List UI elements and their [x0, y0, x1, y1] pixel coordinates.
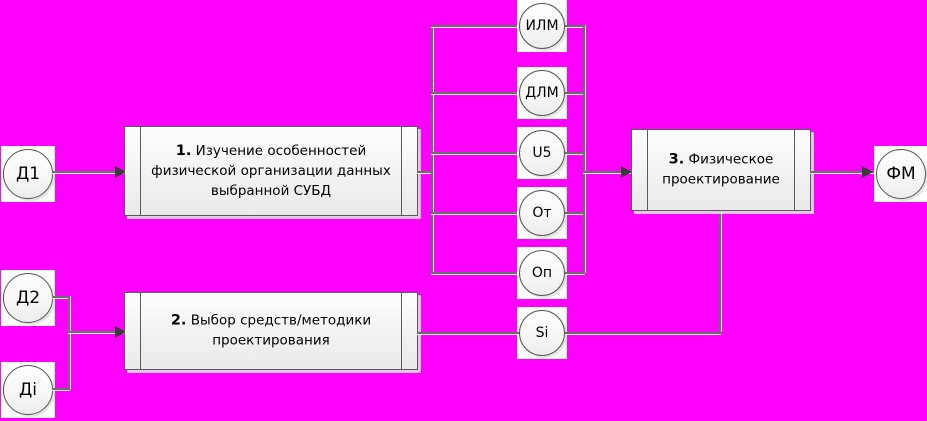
right-bus-vertical	[583, 25, 585, 273]
process-box-1-number: 1.	[175, 142, 192, 159]
middle-node-dlm-label: ДЛМ	[519, 70, 565, 116]
right-bus-branch-ilm	[565, 25, 585, 27]
left-bus-branch-ilm	[431, 25, 519, 27]
connector-d-bus-vertical	[68, 296, 70, 390]
input-node-d2[interactable]: Д2	[1, 270, 55, 326]
process-box-2-number: 2.	[170, 312, 187, 329]
process-box-2[interactable]: 2. Выбор средств/методики проектирования	[124, 292, 418, 370]
right-bus-branch-u5	[565, 152, 585, 154]
process-box-3-body: Физическое проектирование	[662, 151, 780, 188]
input-node-di-label: Дi	[3, 365, 53, 415]
process-box-1-right-bar	[401, 127, 402, 215]
process-box-2-left-bar	[140, 293, 141, 369]
middle-node-u5-label: U5	[519, 130, 565, 176]
input-node-d1[interactable]: Д1	[1, 146, 55, 202]
connector-d2-stub	[52, 296, 70, 298]
connector-d-bus-to-p2	[68, 331, 126, 333]
input-node-di[interactable]: Дi	[1, 362, 55, 418]
left-bus-branch-ot	[431, 212, 519, 214]
right-bus-branch-op	[565, 272, 585, 274]
left-bus-branch-op	[431, 272, 519, 274]
input-node-d2-label: Д2	[3, 273, 53, 323]
right-bus-branch-ot	[565, 212, 585, 214]
right-bus-branch-dlm	[565, 92, 585, 94]
connector-right-bus-to-p3	[583, 171, 633, 173]
arrowhead-right-bus-to-p3	[621, 166, 632, 178]
connector-d1-to-p1	[52, 171, 126, 173]
connector-di-stub	[52, 388, 70, 390]
arrowhead-d-bus-to-p2	[115, 326, 126, 338]
connector-si-vertical-to-p3	[719, 210, 721, 332]
process-box-3-text: 3. Физическое проектирование	[650, 150, 792, 191]
middle-node-si[interactable]: Si	[517, 307, 567, 359]
process-box-2-body: Выбор средств/методики проектирования	[186, 312, 372, 349]
middle-node-op-label: Оп	[519, 250, 565, 296]
output-node-fm[interactable]: ФМ	[874, 146, 927, 202]
middle-node-op[interactable]: Оп	[517, 247, 567, 299]
middle-node-si-label: Si	[519, 310, 565, 356]
middle-node-ot-label: От	[519, 190, 565, 236]
left-bus-branch-u5	[431, 152, 519, 154]
process-box-1-left-bar	[140, 127, 141, 215]
middle-node-u5[interactable]: U5	[517, 127, 567, 179]
left-bus-branch-dlm	[431, 92, 519, 94]
process-box-3[interactable]: 3. Физическое проектирование	[631, 129, 811, 211]
connector-p2-to-si	[417, 332, 519, 334]
left-bus-vertical	[431, 25, 433, 273]
middle-node-ilm[interactable]: ИЛМ	[517, 0, 567, 52]
arrowhead-d1-to-p1	[115, 166, 126, 178]
process-box-1-text: 1. Изучение особенностей физической орга…	[143, 141, 399, 201]
process-box-3-left-bar	[647, 130, 648, 210]
process-box-1[interactable]: 1. Изучение особенностей физической орга…	[124, 126, 418, 216]
arrowhead-p3-to-fm	[862, 166, 873, 178]
connector-p1-to-left-bus	[417, 171, 433, 173]
connector-p3-to-fm	[810, 171, 878, 173]
process-box-3-right-bar	[794, 130, 795, 210]
middle-node-dlm[interactable]: ДЛМ	[517, 67, 567, 119]
connector-si-to-right	[565, 332, 721, 334]
output-node-fm-label: ФМ	[876, 149, 926, 199]
middle-node-ilm-label: ИЛМ	[519, 3, 565, 49]
process-box-2-text: 2. Выбор средств/методики проектирования	[143, 311, 399, 352]
input-node-d1-label: Д1	[3, 149, 53, 199]
process-box-1-body: Изучение особенностей физической организ…	[151, 142, 391, 199]
process-box-3-number: 3.	[668, 151, 685, 168]
middle-node-ot[interactable]: От	[517, 187, 567, 239]
process-box-2-right-bar	[401, 293, 402, 369]
